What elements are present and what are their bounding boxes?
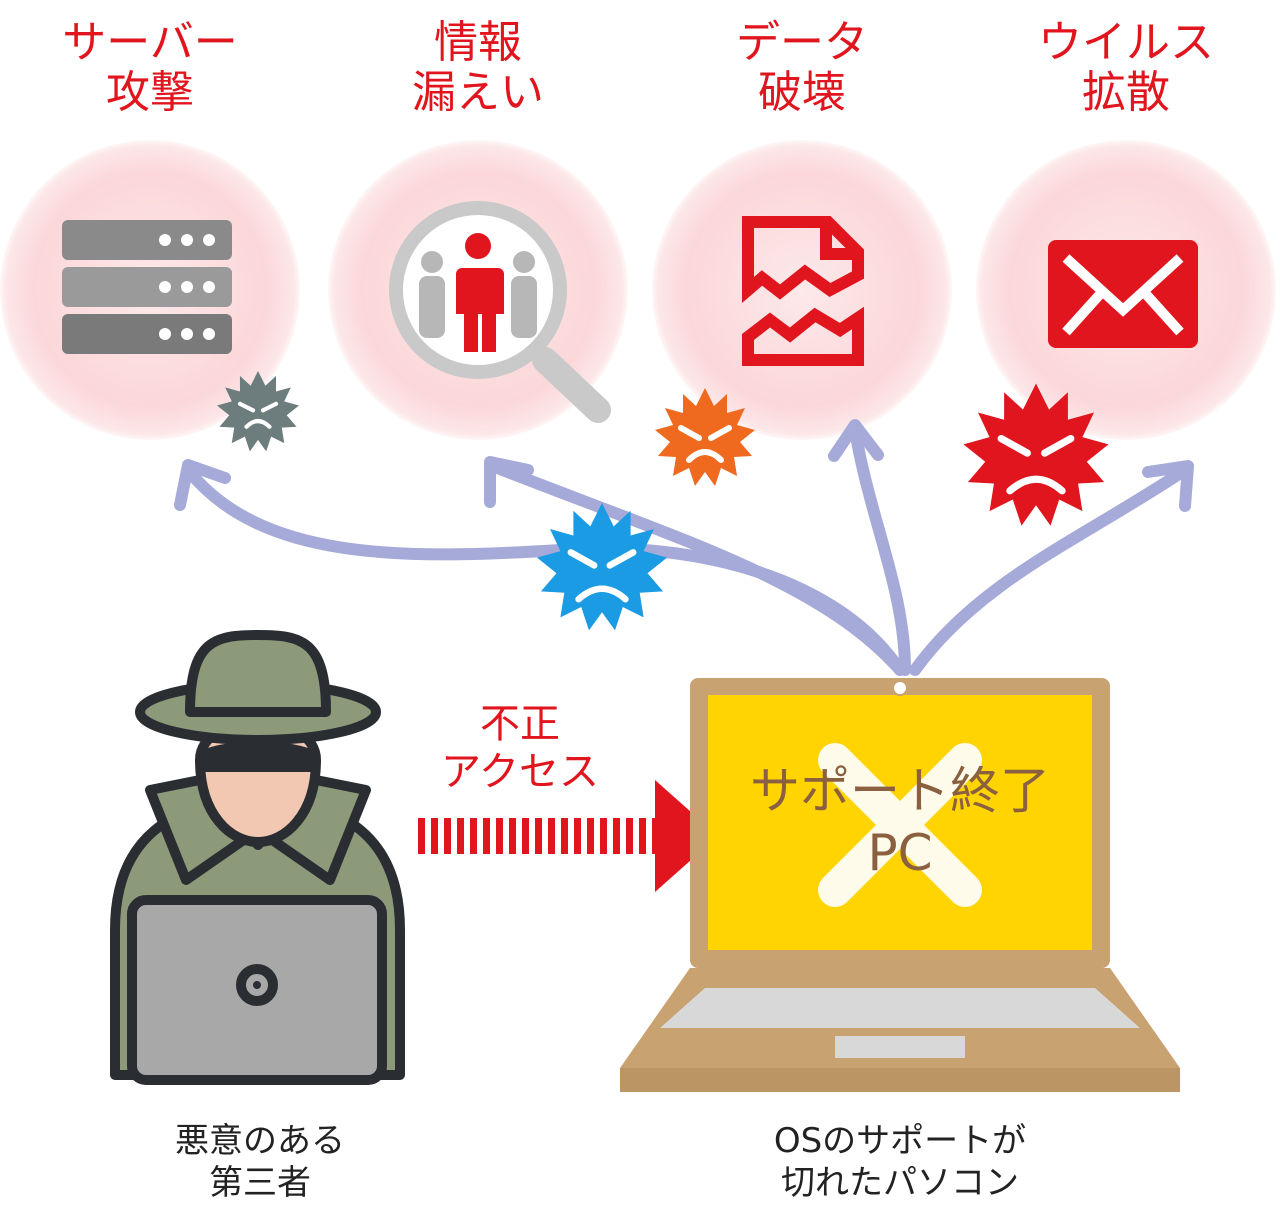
cross-icon <box>818 743 982 907</box>
threat-label-virus-spread: ウイルス 拡散 <box>1038 17 1214 118</box>
torn-document-icon <box>742 216 864 366</box>
virus-red-icon <box>963 383 1109 526</box>
attacker-icon <box>110 630 405 1085</box>
access-arrow <box>418 780 718 892</box>
laptop-touchpad <box>835 1036 965 1058</box>
virus-orange-icon <box>655 388 755 486</box>
virus-gray-icon <box>217 371 299 452</box>
virus-blue-icon <box>537 503 667 631</box>
envelope-icon <box>1048 240 1198 348</box>
attacker-caption: 悪意のある 第三者 <box>175 1121 345 1203</box>
webcam-icon <box>892 680 908 696</box>
halo-data <box>652 140 952 440</box>
laptop-base-front <box>620 1068 1180 1092</box>
arrowhead-virus <box>1142 460 1194 512</box>
unsupported-laptop <box>620 678 1180 1092</box>
pc-caption: OSのサポートが 切れたパソコン <box>773 1121 1027 1203</box>
attacker-hat-crown <box>185 630 331 717</box>
threat-label-info-leak: 情報 漏えい <box>412 17 544 118</box>
access-label: 不正 アクセス <box>441 701 599 795</box>
threat-label-server-attack: サーバー 攻撃 <box>62 17 238 118</box>
magnifier-person-icon <box>389 201 611 423</box>
arrowhead-leak <box>484 456 534 508</box>
attacker-shadow <box>200 741 316 772</box>
server-icon <box>62 220 232 354</box>
arrow-to-virus <box>909 464 1191 676</box>
attack-arrows <box>174 419 1194 676</box>
arrow-to-data <box>849 424 911 676</box>
arrow-to-leak <box>484 459 906 676</box>
laptop-keyboard <box>660 988 1140 1028</box>
arrowhead-data <box>828 419 884 462</box>
arrowhead-server <box>174 459 231 511</box>
pc-screen-text: サポート終了 PC <box>750 762 1050 882</box>
threat-label-data-destruction: データ 破壊 <box>736 17 868 118</box>
